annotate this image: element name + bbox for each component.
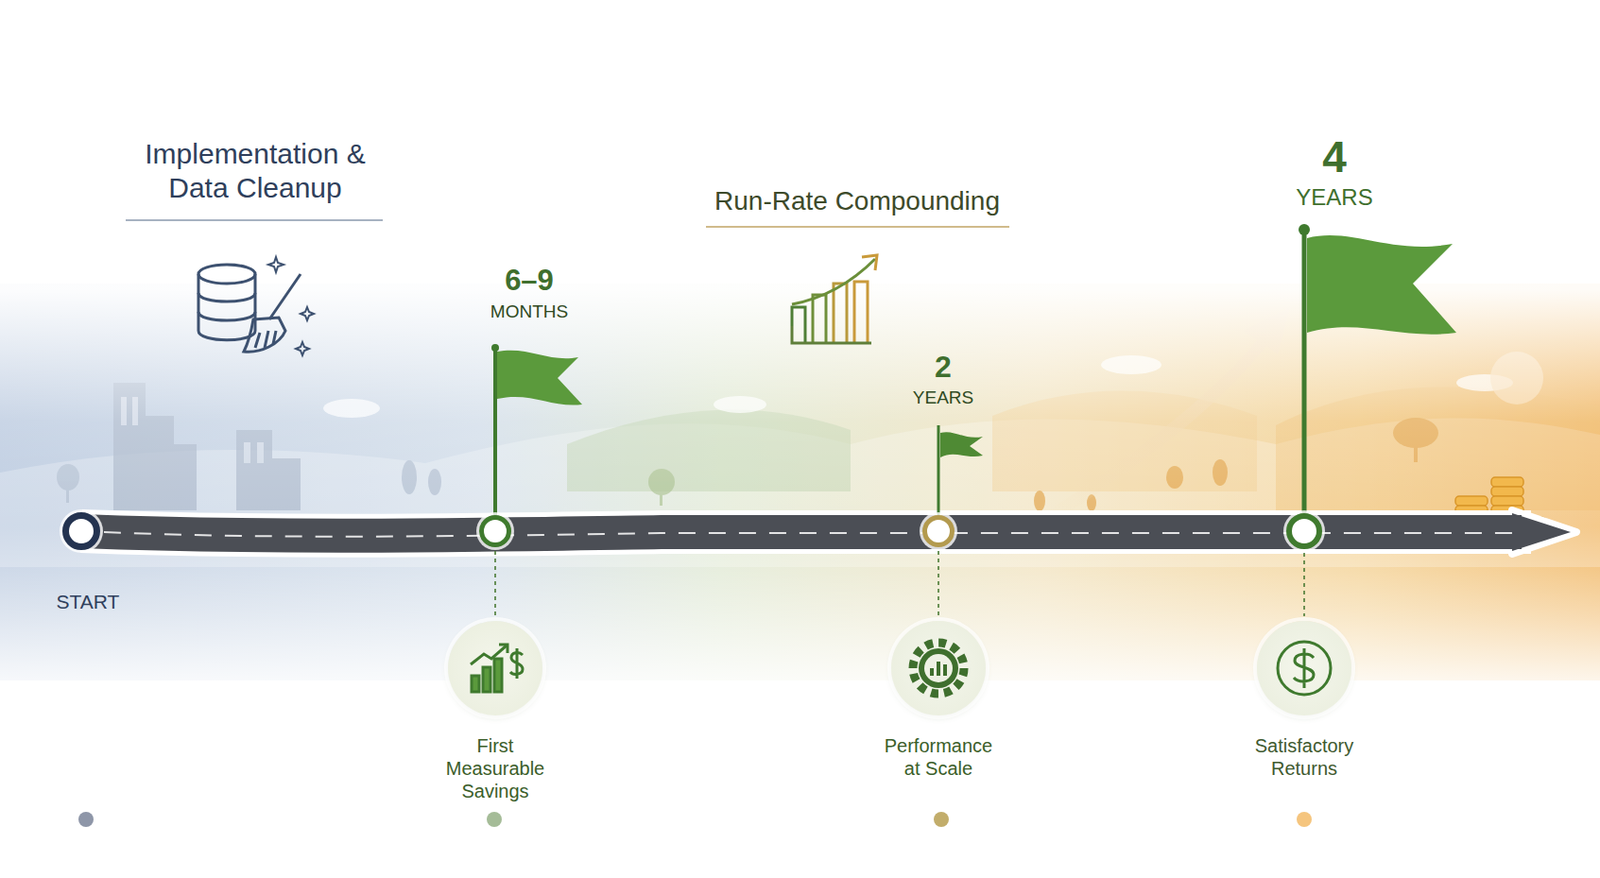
bottom-timeline	[78, 811, 1312, 827]
milestone-marker: 6–9MONTHS	[479, 515, 512, 548]
milestone-badge: First Measurable Savings	[447, 620, 543, 716]
phase-label: Implementation & Data Cleanup	[132, 137, 379, 206]
milestone-badge: Performance at Scale	[891, 620, 986, 716]
badge-label: First Measurable Savings	[432, 734, 558, 803]
leader-line	[1303, 552, 1306, 617]
milestone-marker: 2YEARS	[922, 515, 955, 548]
milestone-label: YEARS	[1295, 184, 1373, 211]
badge-label: Performance at Scale	[876, 734, 1001, 780]
growth-chart-icon	[791, 255, 878, 344]
road	[81, 510, 1577, 554]
milestone-label: YEARS	[912, 387, 974, 409]
milestone-label: MONTHS	[490, 301, 568, 323]
milestone-marker: 4YEARS	[1286, 513, 1323, 550]
milestone-badge: Satisfactory Returns	[1256, 620, 1352, 716]
milestone-label: 6–9	[504, 263, 554, 298]
data-cleanup-icon	[198, 257, 314, 356]
badge-label: Satisfactory Returns	[1241, 734, 1367, 780]
leader-line	[937, 550, 940, 617]
underline	[705, 225, 1010, 228]
milestone-marker: START	[62, 512, 101, 551]
milestone-label: START	[56, 590, 121, 614]
milestone-label: 4	[1322, 132, 1347, 183]
phase-label: Run-Rate Compounding	[696, 185, 1018, 218]
milestone-flags	[491, 223, 1457, 518]
underline	[125, 219, 383, 222]
leader-line	[494, 550, 497, 617]
milestone-label: 2	[934, 349, 952, 385]
